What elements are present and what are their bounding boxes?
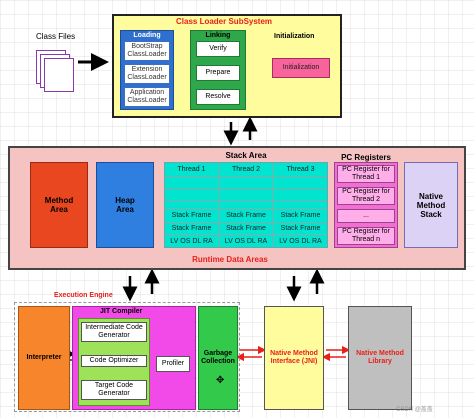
linking-title: Linking: [205, 31, 231, 39]
runtime-title: Runtime Data Areas: [192, 254, 268, 264]
loader-extension: Extension ClassLoader: [124, 64, 170, 84]
subsystem-title: Class Loader SubSystem: [176, 17, 273, 26]
class-files-label: Class Files: [36, 32, 76, 41]
native-method-stack: Native Method Stack: [404, 162, 458, 248]
pc-register-ellipsis: ...: [337, 209, 395, 223]
intermediate-code-generator: Intermediate Code Generator: [81, 322, 147, 342]
pc-registers-title: PC Registers: [341, 152, 391, 162]
stack-frame-2: Stack Frame: [219, 209, 274, 223]
frame-locals-3: LV OS DL RA: [274, 235, 327, 247]
native-method-interface: Native Method Interface (JNI): [264, 306, 324, 410]
pc-register-n: PC Register for Thread n: [337, 227, 395, 245]
stack-frame-1: Stack Frame: [165, 209, 219, 223]
garbage-collection: Garbage Collection: [198, 306, 238, 410]
initialization-box: Initialization: [272, 58, 330, 78]
jit-title: JIT Compiler: [100, 308, 143, 315]
stack-area: Thread 1 Stack Frame Stack Frame LV OS D…: [164, 162, 328, 248]
engine-title: Execution Engine: [54, 292, 113, 299]
stack-frame-3: Stack Frame: [274, 209, 327, 223]
thread-2: Thread 2: [219, 163, 274, 177]
loader-application: Application ClassLoader: [124, 87, 170, 107]
initialization-title: Initialization: [274, 33, 315, 40]
linking-resolve: Resolve: [196, 89, 240, 105]
thread-3: Thread 3: [274, 163, 327, 177]
native-method-library: Native Method Library: [348, 306, 412, 410]
heap-area: Heap Area: [96, 162, 154, 248]
loader-bootstrap: BootStrap ClassLoader: [124, 41, 170, 61]
linking-verify: Verify: [196, 41, 240, 57]
execution-engine: [14, 302, 240, 412]
stack-area-title: Stack Area: [225, 150, 267, 160]
loading-title: Loading: [133, 31, 161, 39]
pc-register-2: PC Register for Thread 2: [337, 187, 395, 205]
frame-locals-1: LV OS DL RA: [165, 235, 219, 247]
profiler: Profiler: [156, 356, 190, 372]
stack-frame-1b: Stack Frame: [165, 223, 219, 235]
frame-locals-2: LV OS DL RA: [219, 235, 274, 247]
stack-frame-2b: Stack Frame: [219, 223, 274, 235]
move-cursor-icon: ✥: [216, 375, 225, 386]
pc-register-1: PC Register for Thread 1: [337, 165, 395, 183]
linking-prepare: Prepare: [196, 65, 240, 81]
interpreter: Interpreter: [18, 306, 70, 410]
code-optimizer: Code Optimizer: [81, 355, 147, 367]
target-code-generator: Target Code Generator: [81, 380, 147, 400]
stack-frame-3b: Stack Frame: [274, 223, 327, 235]
method-area: Method Area: [30, 162, 88, 248]
thread-1: Thread 1: [165, 163, 219, 177]
watermark: CSDN @盖盖: [396, 407, 433, 413]
